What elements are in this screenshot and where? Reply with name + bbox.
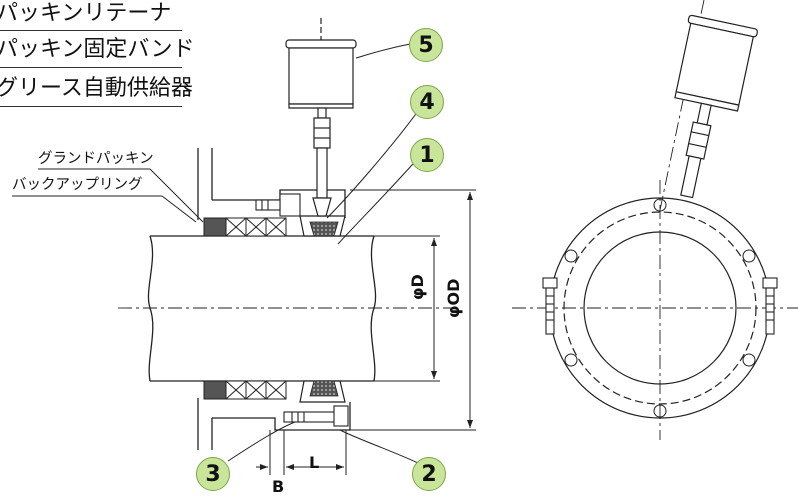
dimension-arrows [260, 192, 473, 470]
packing-retainer-upper [299, 215, 346, 237]
grease-feeder-end-view [674, 14, 758, 199]
grease-feeder [285, 18, 357, 217]
packing-rings-lower [203, 380, 287, 400]
end-view [512, 0, 798, 440]
legend-divider [0, 106, 182, 107]
badge-3: 3 [196, 457, 230, 491]
dimension-lines [256, 189, 476, 475]
legend-item-packing-band: パッキン固定バンド [0, 37, 195, 62]
badge-1: 1 [410, 138, 444, 172]
callout-leaders [12, 168, 204, 223]
legend-item-packing-retainer: パッキンリテーナ [0, 1, 172, 26]
band-bolt-lower [283, 405, 349, 427]
badge-leaders [227, 43, 425, 464]
dim-outer-diameter: φOD [444, 278, 463, 318]
side-bolts [542, 277, 778, 335]
dim-inner-diameter: φD [408, 274, 427, 300]
dim-gap: B [272, 477, 285, 496]
packing-rings-upper [203, 217, 287, 237]
badge-2: 2 [412, 457, 446, 491]
legend-divider [0, 67, 182, 68]
packing-retainer-lower [299, 380, 346, 403]
backup-ring-label: バックアップリング [12, 177, 143, 193]
shaft [147, 235, 377, 382]
badge-4: 4 [410, 85, 444, 119]
badge-5: 5 [409, 28, 443, 62]
band-bolt-upper [255, 193, 301, 217]
bolt-holes [564, 198, 756, 418]
legend-divider [0, 30, 182, 31]
gland-packing-label: グランドパッキン [38, 151, 154, 167]
legend-item-grease-feeder: グリース自動供給器 [0, 76, 193, 101]
dim-length: L [309, 453, 320, 472]
